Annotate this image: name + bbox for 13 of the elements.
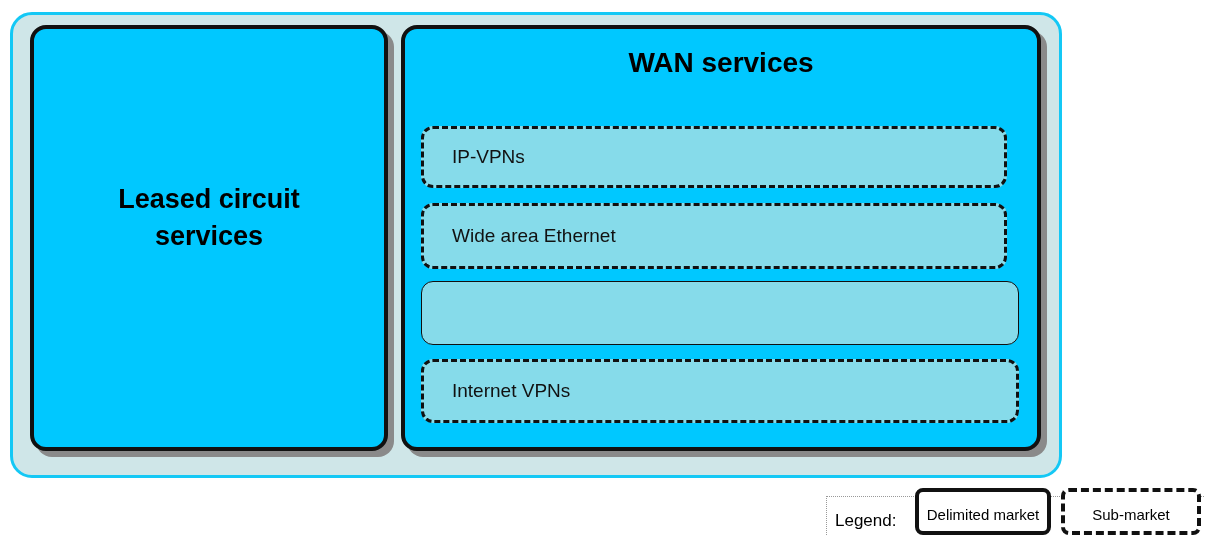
sub-market-box [421, 203, 1007, 269]
legend-text: Delimited market [926, 506, 1040, 523]
market-band [10, 12, 1062, 478]
sub-market-box [421, 359, 1019, 423]
service-box [421, 281, 1019, 345]
panel-heading: WAN services [627, 47, 815, 79]
service-label: Wide area Ethernet [451, 225, 616, 247]
panel-title: Leased circuit services [117, 183, 301, 253]
service-label: IP-VPNs [451, 146, 525, 168]
legend-title: Legend: [835, 511, 897, 531]
sub-market-box [421, 126, 1007, 188]
legend-text: Sub-market [1092, 506, 1170, 523]
service-label: Internet VPNs [451, 380, 571, 402]
